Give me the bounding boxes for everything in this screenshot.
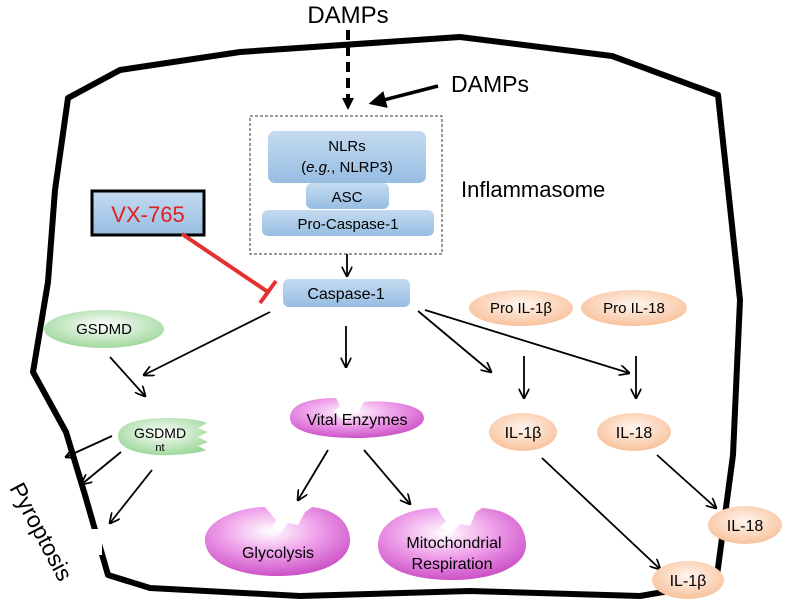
arrow-il1b-secretion (541, 457, 660, 569)
vital-enzymes-label: Vital Enzymes (306, 412, 407, 429)
gsdmd-nt-shape (118, 418, 208, 456)
inflammasome-label: Inflammasome (461, 177, 605, 202)
gsdmd-nt-label: GSDMD (134, 425, 186, 441)
arrow-caspase-to-il1b (417, 310, 491, 372)
pro-il18-label: Pro IL-18 (603, 300, 665, 317)
arrow-nt-to-pore2 (82, 451, 122, 484)
il18-outside-ellipse (708, 506, 782, 544)
inflammasome-complex-box (249, 115, 443, 255)
membrane-pore-3 (78, 529, 102, 555)
arrow-caspase-to-gsdmd-nt (144, 311, 271, 375)
glycolysis-label: Glycolysis (242, 545, 314, 562)
pro-caspase1-label: Pro-Caspase-1 (298, 216, 399, 233)
nlrs-box (268, 131, 426, 183)
pro-il1b-ellipse (469, 290, 573, 326)
arrow-nt-to-pore3 (110, 469, 153, 523)
membrane-pore-2 (55, 487, 77, 511)
gsdmd-label: GSDMD (76, 321, 132, 338)
cell-membrane (30, 34, 743, 599)
il1b-inside-label: IL-1β (505, 425, 542, 442)
damps-side-arrow (368, 84, 439, 108)
il18-inside-ellipse (597, 413, 671, 451)
inhibitor-box (90, 189, 206, 237)
arrow-gsdmd-to-nt (109, 356, 145, 396)
inhibition-bar (258, 279, 278, 305)
gsdmd-nt-subscript: nt (155, 442, 164, 454)
il1b-outside-label: IL-1β (670, 573, 707, 590)
arrow-enzymes-to-glycolysis (298, 449, 329, 500)
pro-caspase1-box (262, 210, 434, 236)
pro-il1b-label: Pro IL-1β (490, 300, 552, 317)
damps-dashed-arrowhead (342, 98, 354, 110)
caspase1-box (283, 279, 410, 307)
mito-respiration-shape (378, 508, 526, 580)
pro-il18-ellipse (581, 290, 687, 326)
inhibitor-label: VX-765 (111, 202, 184, 227)
il1b-inside-ellipse (489, 413, 557, 451)
nlrs-example-label: (e.g., NLRP3) (301, 159, 393, 176)
caspase1-label: Caspase-1 (307, 286, 384, 303)
mito-label-line2: Respiration (412, 556, 493, 573)
asc-box (306, 183, 389, 209)
glycolysis-shape (205, 507, 350, 576)
arrow-il18-secretion (656, 454, 716, 508)
damps-top-label: DAMPs (307, 2, 388, 29)
arrow-enzymes-to-mito (363, 449, 410, 504)
vital-enzymes-shape (290, 398, 424, 438)
il18-inside-label: IL-18 (616, 425, 653, 442)
arrow-nt-to-pore1 (66, 435, 113, 457)
gsdmd-ellipse (44, 310, 164, 348)
membrane-pore-1 (38, 447, 60, 469)
il1b-outside-ellipse (652, 561, 724, 599)
inhibition-line (180, 232, 270, 294)
arrow-caspase-to-il18 (424, 309, 629, 373)
asc-label: ASC (332, 189, 363, 206)
mito-label-line1: Mitochondrial (406, 535, 501, 552)
damps-side-label: DAMPs (451, 71, 529, 97)
il18-outside-label: IL-18 (727, 518, 764, 535)
nlrs-label: NLRs (328, 138, 366, 155)
